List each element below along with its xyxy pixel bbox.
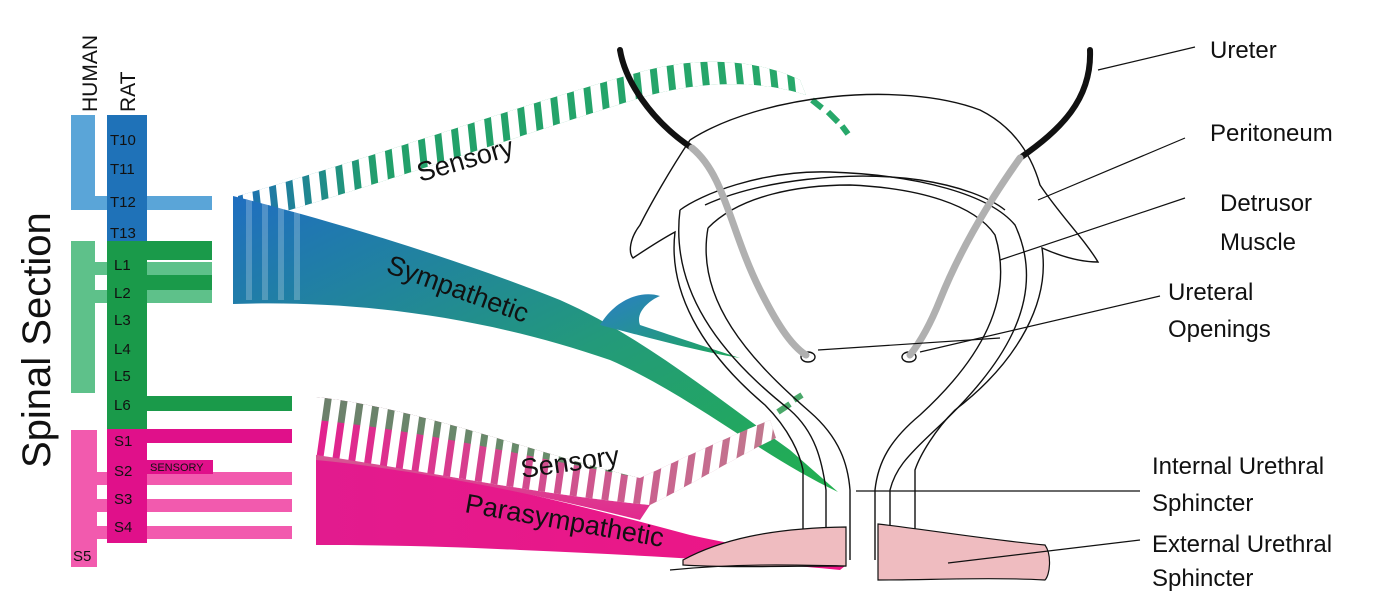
- human-column-label: HUMAN: [79, 35, 102, 112]
- external-sphincter: [670, 524, 1050, 580]
- rat-l6-branch: [147, 396, 292, 411]
- ureter-right-inner: [910, 158, 1020, 355]
- peritoneum-label: Peritoneum: [1210, 120, 1333, 147]
- segment-label: S4: [114, 519, 132, 536]
- detrusor-inner: [706, 185, 1001, 560]
- segment-label: S5: [73, 548, 91, 565]
- detrusor-label-line1: Detrusor: [1220, 190, 1312, 217]
- segment-label: T11: [110, 161, 135, 178]
- segment-label: T12: [110, 194, 136, 211]
- detrusor-label-line2: Muscle: [1220, 229, 1296, 256]
- human-sacral-bar: [71, 430, 97, 567]
- segment-label: L5: [114, 368, 131, 385]
- human-thoracic-bar: [71, 115, 95, 210]
- rat-s1-branch: [147, 429, 292, 443]
- segment-label: L6: [114, 397, 131, 414]
- anatomy-labels: Ureter Peritoneum Detrusor Muscle Ureter…: [1152, 37, 1333, 591]
- segment-label: S3: [114, 491, 132, 508]
- rat-l2-branch: [147, 275, 212, 290]
- leader-lines: [818, 47, 1195, 563]
- segment-label: S2: [114, 463, 132, 480]
- segment-label: L1: [114, 257, 131, 274]
- human-column: [71, 115, 292, 567]
- ureter-left-inner: [692, 148, 806, 355]
- upper-sensory-tract: [230, 40, 848, 240]
- rat-column-label: RAT: [117, 71, 140, 112]
- ureter-label: Ureter: [1210, 37, 1277, 64]
- segment-label: T10: [110, 132, 136, 149]
- segment-label: L2: [114, 285, 131, 302]
- external-sphincter-label-line1: External Urethral: [1152, 531, 1332, 558]
- axis-title: Spinal Section: [15, 212, 59, 468]
- segment-label: S1: [114, 433, 132, 450]
- segment-label: L3: [114, 312, 131, 329]
- internal-sphincter-label-line1: Internal Urethral: [1152, 453, 1324, 480]
- segment-label: L4: [114, 341, 131, 358]
- ureter-right-outer: [1020, 50, 1090, 158]
- internal-sphincter-label-line2: Sphincter: [1152, 490, 1253, 517]
- segment-label: T13: [110, 225, 136, 242]
- external-sphincter-label-line2: Sphincter: [1152, 565, 1253, 591]
- rat-l1-branch: [147, 241, 212, 260]
- ureteral-openings-label-line2: Openings: [1168, 316, 1271, 343]
- human-lumbar-bar: [71, 241, 95, 393]
- sensory-small-label: SENSORY: [150, 462, 204, 474]
- ureteral-openings-label-line1: Ureteral: [1168, 279, 1253, 306]
